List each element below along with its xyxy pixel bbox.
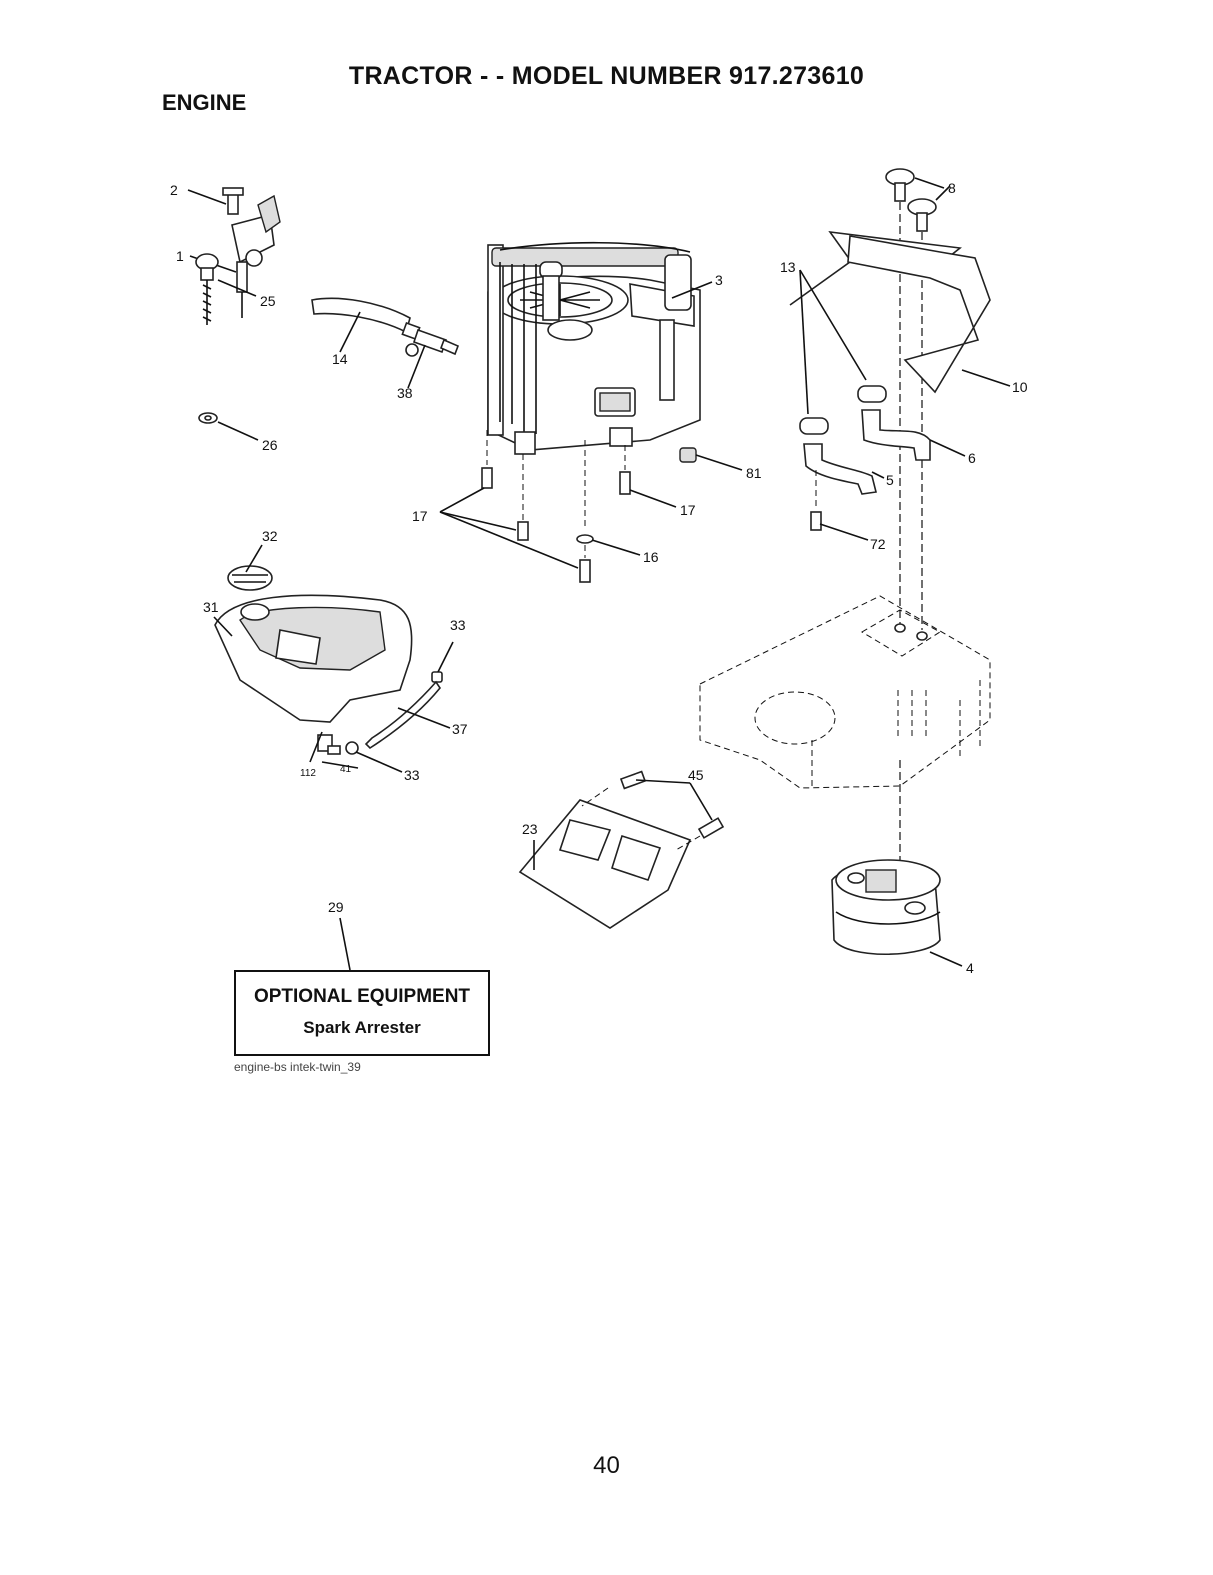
leader-45b — [690, 783, 712, 820]
callout-14: 14 — [332, 351, 348, 367]
page-number: 40 — [0, 1452, 1213, 1480]
leader-13b — [800, 270, 808, 414]
heat-shield-bolts-part — [886, 169, 936, 630]
optional-equipment-item: Spark Arrester — [236, 1018, 488, 1038]
callout-6: 6 — [968, 450, 976, 466]
leader-33a — [438, 642, 453, 672]
leader-14 — [340, 312, 360, 352]
callout-13: 13 — [780, 259, 796, 275]
leader-29 — [340, 918, 350, 970]
callout-33a: 33 — [450, 617, 466, 633]
callout-32: 32 — [262, 528, 278, 544]
leader-4 — [930, 952, 962, 966]
leader-5 — [872, 472, 884, 478]
leader-17b — [630, 490, 676, 507]
callout-25: 25 — [260, 293, 276, 309]
leader-6 — [930, 440, 965, 456]
leader-26 — [218, 422, 258, 440]
leader-2 — [188, 190, 226, 204]
diagram-reference: engine-bs intek-twin_39 — [234, 1060, 361, 1074]
callout-2: 2 — [170, 182, 178, 198]
callout-112: 112 — [300, 768, 316, 779]
engine-part — [488, 243, 700, 454]
callout-26: 26 — [262, 437, 278, 453]
callout-1: 1 — [176, 248, 184, 264]
callout-31: 31 — [203, 599, 219, 615]
callout-72: 72 — [870, 536, 886, 552]
leader-8a — [915, 178, 944, 188]
callout-23: 23 — [522, 821, 538, 837]
callout-3: 3 — [715, 272, 723, 288]
callout-38: 38 — [397, 385, 413, 401]
fuel-hose-part — [312, 298, 458, 356]
leader-17a-1 — [440, 488, 484, 512]
leader-33b — [356, 752, 402, 772]
callout-45: 45 — [688, 767, 704, 783]
optional-equipment-box: OPTIONAL EQUIPMENT Spark Arrester — [234, 970, 490, 1056]
callout-8: 8 — [948, 180, 956, 196]
callout-29: 29 — [328, 899, 344, 915]
leader-81 — [696, 455, 742, 470]
optional-equipment-title: OPTIONAL EQUIPMENT — [236, 986, 488, 1008]
callout-17a: 17 — [412, 508, 428, 524]
leader-72 — [820, 524, 868, 540]
callout-81: 81 — [746, 465, 762, 481]
callout-5: 5 — [886, 472, 894, 488]
choke-knob-part — [196, 254, 218, 423]
leader-16 — [592, 540, 640, 555]
leader-13a — [800, 270, 866, 380]
callout-16: 16 — [643, 549, 659, 565]
callout-41: 41 — [340, 764, 352, 775]
exhaust-shield-part — [520, 772, 723, 928]
exhaust-parts — [800, 386, 930, 530]
callout-33b: 33 — [404, 767, 420, 783]
muffler-part — [832, 860, 940, 954]
callout-37: 37 — [452, 721, 468, 737]
leader-17a-3 — [440, 512, 578, 568]
leader-10 — [962, 370, 1010, 386]
fuel-tank-part — [215, 566, 412, 722]
callout-4: 4 — [966, 960, 974, 976]
callout-10: 10 — [1012, 379, 1028, 395]
nut-81-part — [680, 448, 696, 462]
heat-shield-part — [790, 232, 990, 392]
chassis-frame-outline — [700, 596, 990, 880]
callout-17b: 17 — [680, 502, 696, 518]
